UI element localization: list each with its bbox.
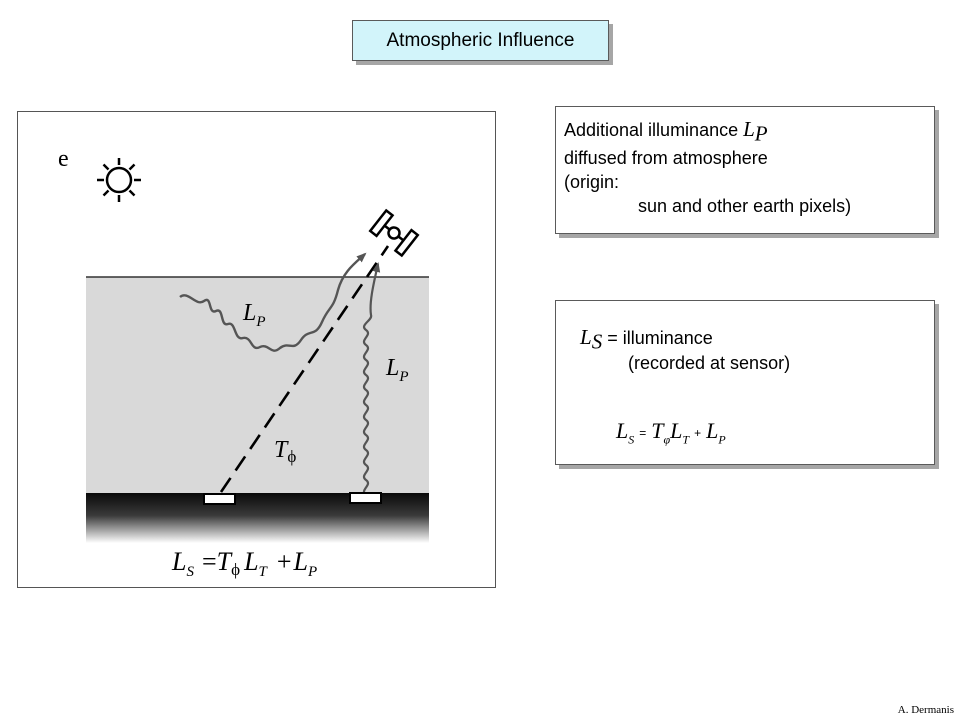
title-box: Atmospheric Influence [352, 20, 609, 61]
eq-box-formula: LS=TφLT+LP [616, 418, 726, 447]
neighbor-pixel [349, 492, 382, 504]
figure-panel: e LP LP [17, 111, 496, 588]
fig-eq-term-1: L [171, 547, 186, 576]
eq-term-1: L [616, 418, 629, 443]
fig-eq-term-2: T [217, 547, 233, 576]
eq-box-line-2: (recorded at sensor) [628, 353, 791, 373]
info-line-3: (origin: [564, 171, 620, 192]
info-line-1: Additional illuminance LP [564, 117, 934, 146]
fig-eq-term-2-sub: ϕ [231, 560, 240, 579]
eq-term-2: T [651, 418, 664, 443]
path-label-2-symbol: L [385, 355, 399, 381]
eq-op-equals: = [639, 425, 647, 440]
fig-eq-term-1-sub: S [186, 564, 194, 580]
eq-op-plus: + [694, 425, 702, 440]
fig-eq-term-3-sub: T [259, 564, 269, 580]
path-radiance-wave-1 [179, 252, 367, 352]
atmosphere-layer [86, 277, 429, 493]
equation-box: LS = illuminance (recorded at sensor) LS… [555, 300, 935, 465]
author-credit: A. Dermanis [897, 704, 954, 716]
path-label-2-sub: P [398, 369, 408, 385]
direct-path-line [219, 245, 390, 493]
fig-eq-term-4: L [293, 547, 308, 576]
slide-title: Atmospheric Influence [386, 29, 575, 51]
info-line-1-sub: P [754, 121, 768, 146]
panel-label: e [58, 146, 69, 172]
transmittance-label: Tϕ [274, 437, 296, 466]
path-radiance-wave-2 [362, 262, 381, 496]
sun-icon [97, 158, 141, 202]
transmittance-label-sub: ϕ [287, 447, 296, 466]
eq-term-4-sub: P [718, 432, 726, 447]
eq-box-line-1: LS = illuminance [580, 325, 713, 355]
fig-eq-op-plus: + [277, 547, 292, 576]
satellite-icon [368, 208, 420, 258]
target-pixel [203, 493, 236, 505]
eq-term-4: L [706, 418, 719, 443]
info-line-1-text: Additional illuminance [564, 120, 744, 140]
path-label-1-sub: P [255, 314, 265, 330]
eq-term-3-sub: T [682, 432, 690, 447]
eq-box-line-1-symbol: L [580, 325, 592, 349]
path-label-2: LP [385, 355, 409, 385]
info-line-1-symbol: L [743, 117, 755, 141]
eq-term-1-sub: S [628, 432, 635, 447]
transmittance-label-symbol: T [274, 437, 289, 463]
eq-term-2-sub: φ [663, 432, 671, 447]
figure-diagram: e LP LP [58, 146, 429, 580]
info-line-4: sun and other earth pixels) [638, 195, 852, 216]
info-box: Additional illuminance LP diffused from … [555, 106, 935, 234]
eq-box-line-1-text: = illuminance [602, 328, 713, 348]
fig-eq-term-3: L [243, 547, 258, 576]
path-label-1: LP [242, 300, 266, 330]
fig-eq-term-4-sub: P [307, 564, 317, 580]
info-line-2: diffused from atmosphere [564, 147, 768, 168]
path-label-1-symbol: L [242, 300, 256, 326]
eq-term-3: L [670, 418, 683, 443]
eq-box-line-1-sub: S [591, 329, 603, 354]
fig-eq-op-equals: = [202, 547, 217, 576]
